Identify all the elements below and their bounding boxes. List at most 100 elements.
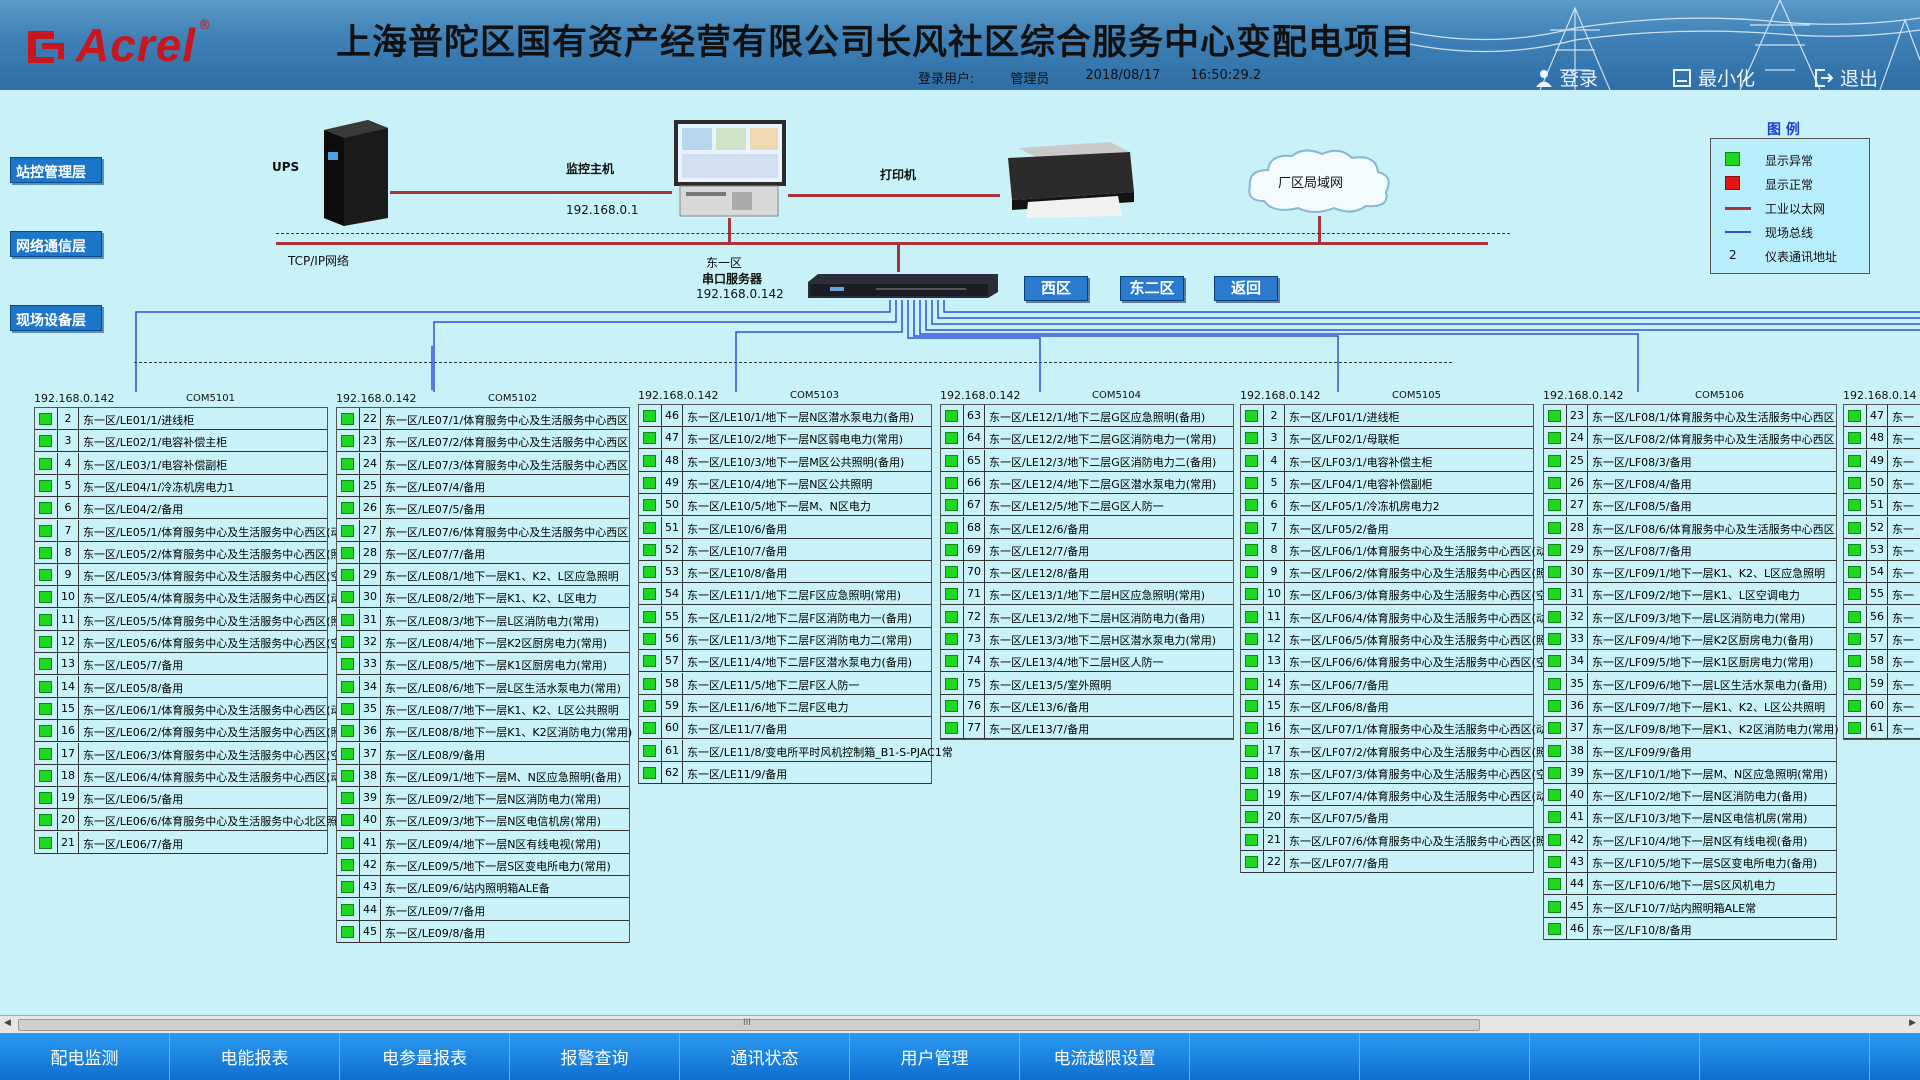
nav-item-3[interactable]: 报警查询 bbox=[510, 1033, 680, 1080]
nav-item-empty[interactable] bbox=[1870, 1033, 1920, 1080]
nav-item-1[interactable]: 电能报表 bbox=[170, 1033, 340, 1080]
back-button[interactable]: 返回 bbox=[1214, 276, 1278, 301]
scroll-right-icon[interactable]: ▶ bbox=[1909, 1018, 1916, 1028]
horizontal-scrollbar[interactable]: ◀ III ▶ bbox=[0, 1015, 1920, 1033]
exit-button[interactable]: 退出 bbox=[1814, 64, 1878, 90]
nav-item-6[interactable]: 电流越限设置 bbox=[1020, 1033, 1190, 1080]
login-button[interactable]: 登录 bbox=[1534, 64, 1598, 90]
minimize-button[interactable]: 最小化 bbox=[1672, 64, 1755, 90]
nav-item-4[interactable]: 通讯状态 bbox=[680, 1033, 850, 1080]
